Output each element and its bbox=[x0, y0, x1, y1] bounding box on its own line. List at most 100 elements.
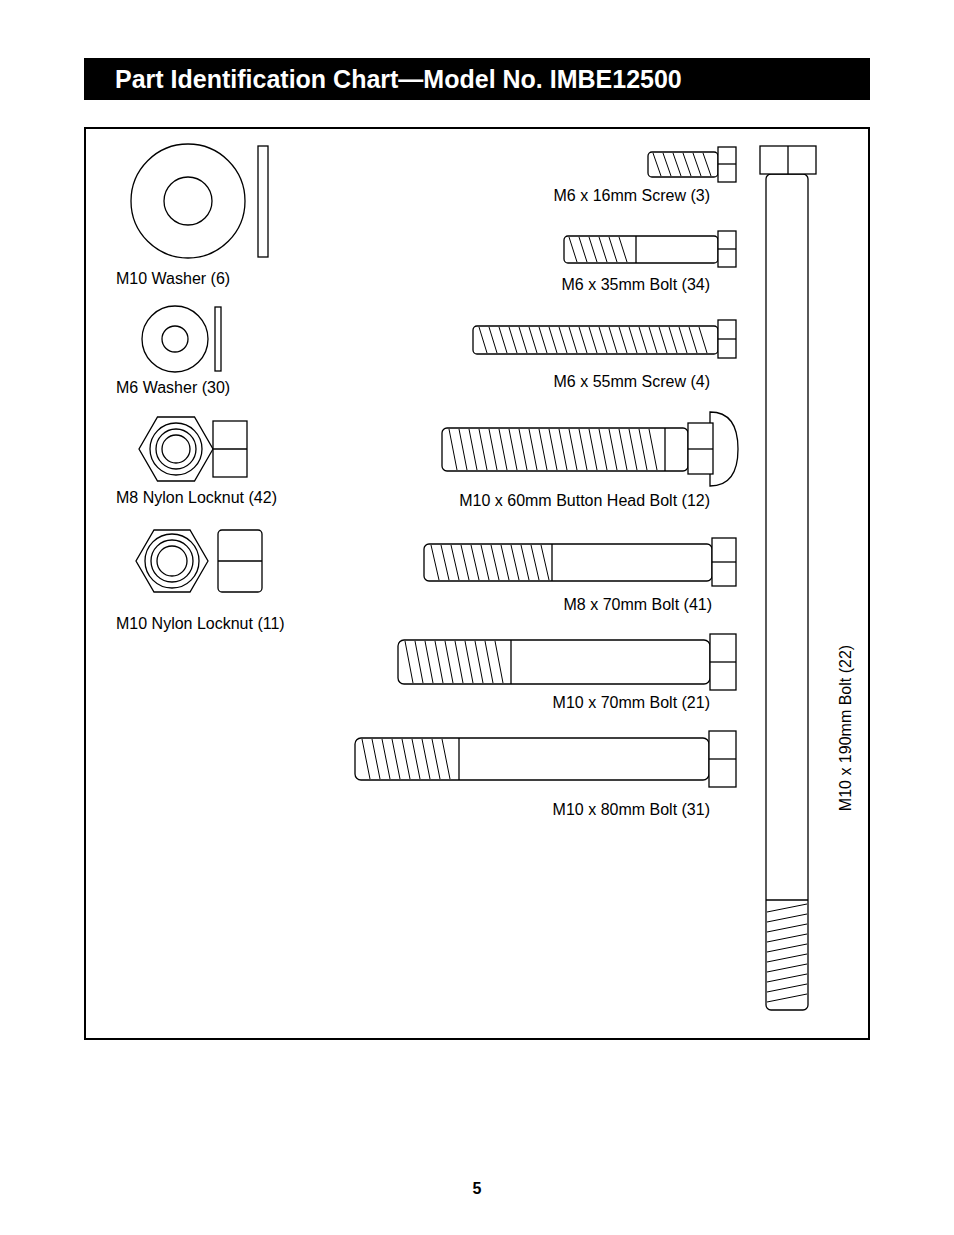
thread-stroke bbox=[619, 237, 627, 262]
part-label: M10 Nylon Locknut (11) bbox=[116, 615, 285, 633]
thread-stroke bbox=[501, 545, 509, 580]
button-head-bolt-m10x60 bbox=[442, 412, 738, 486]
thread-stroke bbox=[499, 429, 507, 470]
thread-stroke bbox=[431, 545, 439, 580]
screw-m6x55 bbox=[473, 320, 736, 358]
thread-stroke bbox=[479, 327, 487, 353]
thread-stroke bbox=[609, 327, 617, 353]
thread-stroke bbox=[425, 641, 433, 683]
thread-stroke bbox=[509, 429, 517, 470]
bolt-m10x70 bbox=[398, 634, 736, 690]
thread-stroke bbox=[703, 153, 711, 176]
thread-stroke bbox=[683, 153, 691, 176]
thread-stroke bbox=[539, 429, 547, 470]
part-label: M6 Washer (30) bbox=[116, 379, 230, 397]
thread-stroke bbox=[449, 429, 457, 470]
thread-stroke bbox=[519, 429, 527, 470]
thread-stroke bbox=[405, 641, 413, 683]
thread-stroke bbox=[589, 237, 597, 262]
part-label: M10 x 80mm Bolt (31) bbox=[553, 801, 710, 819]
thread-stroke bbox=[422, 739, 430, 779]
thread-stroke bbox=[653, 153, 661, 176]
part-label: M6 x 55mm Screw (4) bbox=[554, 373, 710, 391]
bolt-m10x190 bbox=[760, 146, 816, 1010]
thread-stroke bbox=[619, 429, 627, 470]
thread-stroke bbox=[499, 327, 507, 353]
part-label: M10 x 190mm Bolt (22) bbox=[837, 645, 855, 811]
thread-stroke bbox=[767, 964, 807, 972]
thread-stroke bbox=[489, 429, 497, 470]
thread-stroke bbox=[649, 429, 657, 470]
thread-stroke bbox=[549, 429, 557, 470]
thread-stroke bbox=[415, 641, 423, 683]
bolt-m10x80 bbox=[355, 731, 736, 787]
thread-stroke bbox=[569, 327, 577, 353]
thread-stroke bbox=[619, 327, 627, 353]
thread-stroke bbox=[767, 934, 807, 942]
thread-stroke bbox=[412, 739, 420, 779]
part-label: M10 x 60mm Button Head Bolt (12) bbox=[459, 492, 710, 510]
thread-stroke bbox=[485, 641, 493, 683]
thread-stroke bbox=[639, 429, 647, 470]
thread-stroke bbox=[479, 429, 487, 470]
thread-stroke bbox=[382, 739, 390, 779]
thread-stroke bbox=[663, 153, 671, 176]
thread-stroke bbox=[767, 974, 807, 982]
thread-stroke bbox=[609, 429, 617, 470]
bolt-m8x70 bbox=[424, 538, 736, 586]
part-label: M10 x 70mm Bolt (21) bbox=[553, 694, 710, 712]
thread-stroke bbox=[475, 641, 483, 683]
thread-stroke bbox=[402, 739, 410, 779]
thread-stroke bbox=[529, 327, 537, 353]
thread-stroke bbox=[455, 641, 463, 683]
thread-stroke bbox=[767, 924, 807, 932]
part-label: M8 Nylon Locknut (42) bbox=[116, 489, 277, 507]
thread-stroke bbox=[699, 327, 707, 353]
part-label: M6 x 16mm Screw (3) bbox=[554, 187, 710, 205]
thread-stroke bbox=[432, 739, 440, 779]
thread-stroke bbox=[531, 545, 539, 580]
title-bar bbox=[84, 58, 870, 100]
thread-stroke bbox=[441, 545, 449, 580]
locknut-m10 bbox=[136, 530, 262, 592]
thread-stroke bbox=[649, 327, 657, 353]
thread-stroke bbox=[559, 327, 567, 353]
thread-stroke bbox=[673, 153, 681, 176]
thread-stroke bbox=[435, 641, 443, 683]
thread-stroke bbox=[451, 545, 459, 580]
thread-stroke bbox=[469, 429, 477, 470]
thread-stroke bbox=[767, 984, 807, 992]
thread-stroke bbox=[459, 429, 467, 470]
thread-stroke bbox=[461, 545, 469, 580]
thread-stroke bbox=[589, 429, 597, 470]
thread-stroke bbox=[442, 739, 450, 779]
washer-m6 bbox=[142, 306, 221, 372]
thread-stroke bbox=[679, 327, 687, 353]
thread-stroke bbox=[689, 327, 697, 353]
chart-title: Part Identification Chart—Model No. IMBE… bbox=[115, 64, 682, 94]
bolt-m6x35 bbox=[564, 231, 736, 267]
thread-stroke bbox=[509, 327, 517, 353]
thread-stroke bbox=[767, 954, 807, 962]
thread-stroke bbox=[579, 237, 587, 262]
thread-stroke bbox=[767, 994, 807, 1002]
thread-stroke bbox=[559, 429, 567, 470]
thread-stroke bbox=[599, 429, 607, 470]
page-number: 5 bbox=[473, 1180, 482, 1198]
thread-stroke bbox=[659, 327, 667, 353]
thread-stroke bbox=[471, 545, 479, 580]
thread-stroke bbox=[599, 327, 607, 353]
thread-stroke bbox=[362, 739, 370, 779]
thread-stroke bbox=[767, 904, 807, 912]
thread-stroke bbox=[372, 739, 380, 779]
thread-stroke bbox=[392, 739, 400, 779]
thread-stroke bbox=[511, 545, 519, 580]
thread-stroke bbox=[629, 327, 637, 353]
thread-stroke bbox=[579, 429, 587, 470]
screw-m6x16 bbox=[648, 147, 736, 182]
thread-stroke bbox=[569, 429, 577, 470]
thread-stroke bbox=[579, 327, 587, 353]
locknut-m8 bbox=[139, 417, 247, 481]
thread-stroke bbox=[629, 429, 637, 470]
thread-stroke bbox=[445, 641, 453, 683]
